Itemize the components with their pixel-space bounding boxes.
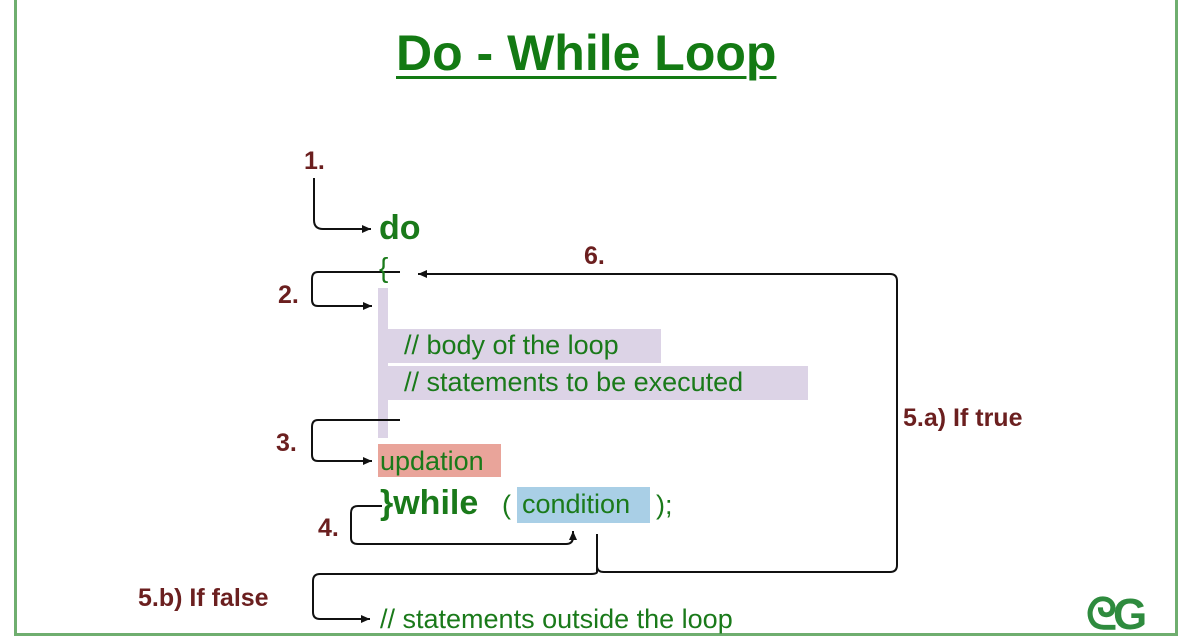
body-highlight-strip xyxy=(378,288,388,438)
code-do: do xyxy=(379,209,421,247)
step-5a-label: 5.a) If true xyxy=(903,404,1023,432)
step-5b-label: 5.b) If false xyxy=(138,584,269,612)
code-open-brace: { xyxy=(379,252,389,283)
arrow-step-5b xyxy=(312,566,598,619)
code-paren-open: ( xyxy=(502,490,511,520)
code-outside: // statements outside the loop xyxy=(380,604,733,634)
code-close-while: }while xyxy=(380,484,479,522)
page-title: Do - While Loop xyxy=(396,25,777,81)
condition-highlight xyxy=(517,487,650,523)
updation-highlight xyxy=(378,444,501,477)
arrow-step-4 xyxy=(350,505,577,545)
comment-body-highlight xyxy=(378,329,661,363)
arrow-step-6 xyxy=(418,270,898,573)
comment-statements-highlight xyxy=(378,366,808,400)
step-6-label: 6. xyxy=(584,242,605,270)
code-condition: condition xyxy=(522,489,631,519)
step-4-label: 4. xyxy=(318,514,339,542)
step-2-label: 2. xyxy=(278,281,299,309)
arrow-step-2 xyxy=(311,271,400,310)
code-comment-statements: // statements to be executed xyxy=(404,367,744,397)
code-updation: updation xyxy=(380,446,484,476)
arrow-step-3 xyxy=(311,419,400,465)
code-paren-close: ); xyxy=(656,490,673,520)
gfg-logo: ᘓG xyxy=(1086,590,1147,639)
step-1-label: 1. xyxy=(304,147,325,175)
step-3-label: 3. xyxy=(276,429,297,457)
code-comment-body: // body of the loop xyxy=(404,330,619,360)
arrow-step-1 xyxy=(313,178,371,233)
